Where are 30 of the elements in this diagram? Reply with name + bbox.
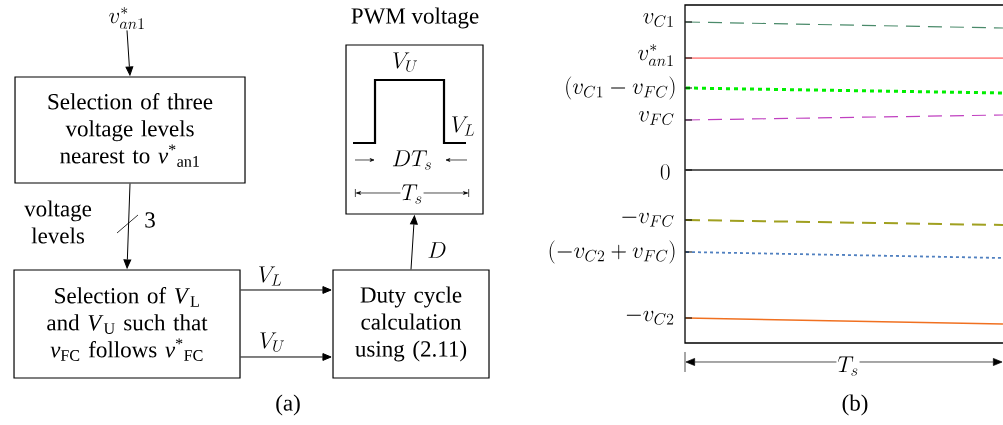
waveform-label: $T_s$ [400, 183, 424, 205]
tick-label: $-v_{C2}$ [626, 310, 674, 325]
tick-label: $v_{FC}$ [638, 111, 674, 125]
input-signal: $v^*_{an1}$ [109, 7, 144, 30]
tick-label: $-v_{FC}$ [622, 212, 674, 227]
arrow [240, 286, 332, 294]
tick-label: $v_{C1}$ [643, 13, 673, 27]
box-heading: PWM voltage [351, 7, 479, 29]
edge-label: $V_U$ [260, 332, 285, 352]
process-box: Selection of V$_{L}$ and V$_{U}$ such that v$_{FC}$ follows v$^{*}$FC [13, 269, 241, 379]
tick-label: $(v_{C1}-v_{FC})$ [566, 76, 675, 100]
waveform-label: $V_U$ [393, 52, 418, 72]
dimension-label: $T_s$ [836, 355, 860, 377]
arrow [125, 29, 134, 76]
tick-label: $0$ [660, 164, 670, 180]
edge-label: $V_L$ [259, 266, 282, 286]
arrow [410, 215, 418, 270]
waveform-label: $DT_s$ [390, 149, 434, 171]
edge-label: $D$ [428, 242, 446, 258]
panel-label: (b) [842, 394, 868, 416]
tick-label: $(-v_{C2}+v_{FC})$ [549, 240, 675, 264]
panel-label: (a) [276, 394, 300, 416]
process-box: Duty cycle calculation using (2.11) [332, 269, 490, 379]
arrow [240, 353, 332, 361]
process-box: Selection of three voltage levels nearest to v$^{*}$an1 [14, 76, 246, 184]
bus-width-label: 3 [145, 212, 155, 228]
arrow [123, 183, 132, 269]
tick-label: $v^*_{an1}$ [638, 44, 673, 67]
waveform-label: $V_L$ [452, 116, 475, 136]
edge-label: voltage levels [24, 200, 92, 244]
